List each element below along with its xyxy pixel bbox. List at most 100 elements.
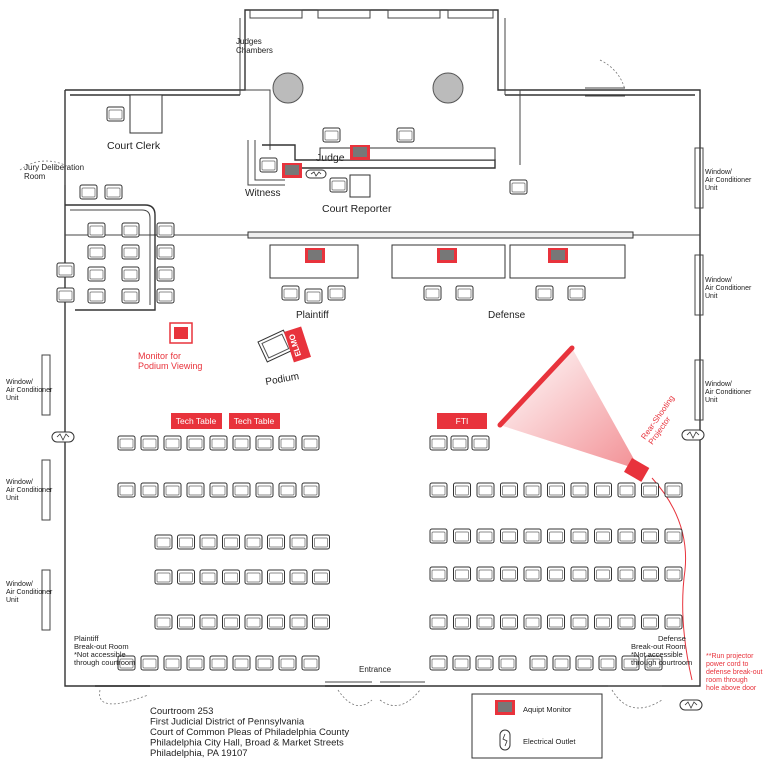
gallery-chair [163, 435, 182, 451]
gallery-chair [278, 655, 297, 671]
gallery-chair [199, 569, 218, 585]
gallery-chair [453, 482, 471, 498]
gallery-chair [664, 614, 683, 630]
gallery-chair [289, 614, 308, 630]
label-projector: Rear-ShootingProjector [639, 394, 683, 447]
gallery-chair [500, 482, 518, 498]
svg-text:Tech Table: Tech Table [176, 416, 217, 426]
gallery-chair [232, 655, 251, 671]
court-clerk-desk [129, 94, 163, 134]
gallery-chair [177, 614, 195, 630]
gallery-chair [570, 528, 589, 544]
gallery-chair [547, 528, 565, 544]
gallery-chair [547, 614, 565, 630]
legend-monitor-label: Aquipt Monitor [523, 705, 572, 714]
gallery-chair [186, 655, 205, 671]
gallery-chair [209, 482, 228, 498]
tech-table-1: Tech Table [171, 413, 222, 429]
gallery-chair [163, 482, 182, 498]
gallery-chair [278, 435, 297, 451]
monitor-plaintiff [305, 248, 325, 263]
gallery-chair [575, 655, 594, 671]
gallery-chair [177, 569, 195, 585]
outlet-right [681, 429, 705, 441]
gallery-chair [255, 435, 274, 451]
gallery-chair [154, 569, 173, 585]
gallery-chair [117, 482, 136, 498]
gallery-chair [664, 528, 683, 544]
gallery-chair [570, 614, 589, 630]
gallery-chair [641, 528, 659, 544]
gallery-chair [154, 614, 173, 630]
gallery-chair [154, 534, 173, 550]
gallery-chair [429, 482, 448, 498]
gallery-chair [594, 482, 612, 498]
gallery-chair [570, 482, 589, 498]
gallery-chair [476, 566, 495, 582]
gallery-seating [117, 435, 683, 671]
gallery-chair [267, 614, 285, 630]
outlet-bottom-right [679, 699, 703, 711]
gallery-chair [452, 655, 471, 671]
gallery-chair [117, 435, 136, 451]
gallery-chair [429, 655, 448, 671]
gallery-chair [547, 566, 565, 582]
judge-bench [319, 147, 496, 161]
gallery-chair [617, 566, 636, 582]
gallery-chair [267, 569, 285, 585]
gallery-chair [199, 614, 218, 630]
gallery-chair [529, 655, 548, 671]
monitor-defense-2 [548, 248, 568, 263]
gallery-chair [429, 435, 448, 451]
gallery-chair [664, 566, 683, 582]
gallery-chair [289, 534, 308, 550]
gallery-chair [664, 482, 683, 498]
window-units [41, 147, 704, 631]
gallery-chair [547, 482, 565, 498]
gallery-chair [140, 655, 159, 671]
outlet-left [51, 431, 75, 443]
gallery-chair [199, 534, 218, 550]
gallery-chair [244, 569, 263, 585]
gallery-chair [570, 566, 589, 582]
gallery-chair [278, 482, 297, 498]
outlet-witness [305, 169, 327, 179]
label-defense: Defense [488, 310, 526, 321]
monitor-podium-viewing [169, 322, 193, 344]
tech-table-2: Tech Table [229, 413, 280, 429]
gallery-chair [617, 482, 636, 498]
gallery-chair [453, 528, 471, 544]
gallery-chair [177, 534, 195, 550]
gallery-chair [523, 614, 542, 630]
pillar-right [432, 72, 464, 104]
gallery-chair [232, 482, 251, 498]
label-witness: Witness [245, 188, 281, 199]
label-podium: Podium [265, 371, 300, 388]
gallery-chair [475, 655, 494, 671]
legend-monitor-icon [495, 700, 515, 715]
gallery-chair [222, 534, 240, 550]
gallery-chair [523, 528, 542, 544]
legend-outlet-icon [499, 729, 511, 751]
gallery-chair [244, 534, 263, 550]
gallery-chair [312, 534, 330, 550]
gallery-chair [471, 435, 490, 451]
gallery-chair [594, 566, 612, 582]
gallery-chair [453, 566, 471, 582]
gallery-chair [429, 614, 448, 630]
gallery-chair [429, 528, 448, 544]
gallery-chair [186, 482, 205, 498]
gallery-chair [301, 482, 320, 498]
legend-outlet-label: Electrical Outlet [523, 737, 576, 746]
fti-table: FTI [437, 413, 487, 429]
